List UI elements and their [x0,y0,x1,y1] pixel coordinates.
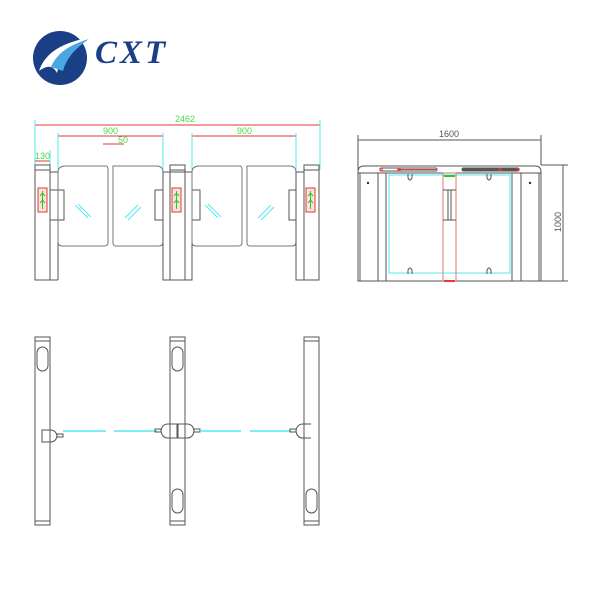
hinge-brackets [407,174,492,274]
side-frame [357,165,542,282]
arrow-icon [173,191,180,209]
side-view: 1600 1000 [357,129,568,282]
right-wing [191,165,297,247]
left-wing-width-label: 900 [103,126,118,136]
top-view [34,336,320,526]
top-slot-right [461,167,520,172]
left-post [34,164,65,281]
top-center-post [154,336,201,526]
right-post [288,164,320,281]
swoosh-logo-icon [33,31,91,85]
center-column [442,172,457,282]
top-left-post [34,336,64,526]
arrow-icon [307,191,314,209]
top-right-post [289,336,320,526]
left-wing [57,165,164,247]
right-wing-width-label: 900 [237,126,252,136]
center-post [154,164,201,281]
side-height-label: 1000 [553,212,563,232]
gap-label: 50 [118,135,128,145]
post-width-label: 130 [35,151,50,161]
front-view: 2462 900 50 900 130 [34,114,321,281]
arrow-icon [39,191,46,209]
side-width-label: 1600 [439,129,459,139]
glass-reflection [74,203,275,221]
brand-name: CXT [95,35,169,71]
brand-logo: CXT [31,27,181,87]
overall-width-label: 2462 [175,114,195,124]
